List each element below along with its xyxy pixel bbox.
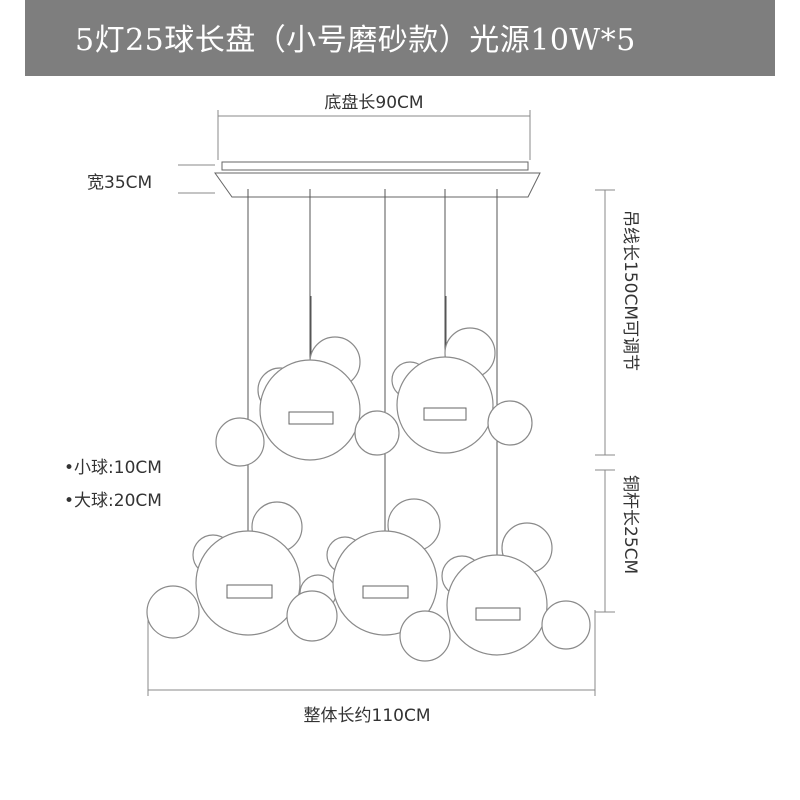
overall-length-dimension: 整体长约110CM	[147, 610, 596, 726]
canopy-plate	[214, 161, 541, 198]
header-bar: 5灯25球长盘（小号磨砂款）光源10W*5	[25, 0, 775, 76]
wire-length-dimension: 吊线长150CM可调节	[595, 189, 640, 456]
overall-length-label: 整体长约110CM	[304, 706, 431, 726]
lamp-cluster-lower-right	[441, 522, 591, 656]
small-ball-size: •小球:10CM	[64, 458, 162, 478]
rod-length-dimension: 铜杆长25CM	[595, 469, 640, 613]
canopy-length-label: 底盘长90CM	[324, 93, 423, 113]
lamp-cluster-lower-left	[146, 501, 338, 642]
rod-length-label: 铜杆长25CM	[620, 475, 640, 574]
big-ball-size: •大球:20CM	[64, 491, 162, 511]
lamp-cluster-lower-middle	[326, 498, 451, 662]
ball-size-legend: •小球:10CM •大球:20CM	[64, 458, 162, 511]
lamp-cluster-upper-right	[354, 327, 533, 456]
canopy-width-dimension: 宽35CM	[87, 164, 215, 194]
canopy-width-label: 宽35CM	[87, 173, 152, 193]
wire-length-label: 吊线长150CM可调节	[620, 210, 640, 371]
canopy-length-dimension: 底盘长90CM	[217, 93, 531, 160]
lamp-cluster-upper-left	[215, 336, 361, 467]
header-title: 5灯25球长盘（小号磨砂款）光源10W*5	[75, 23, 636, 58]
